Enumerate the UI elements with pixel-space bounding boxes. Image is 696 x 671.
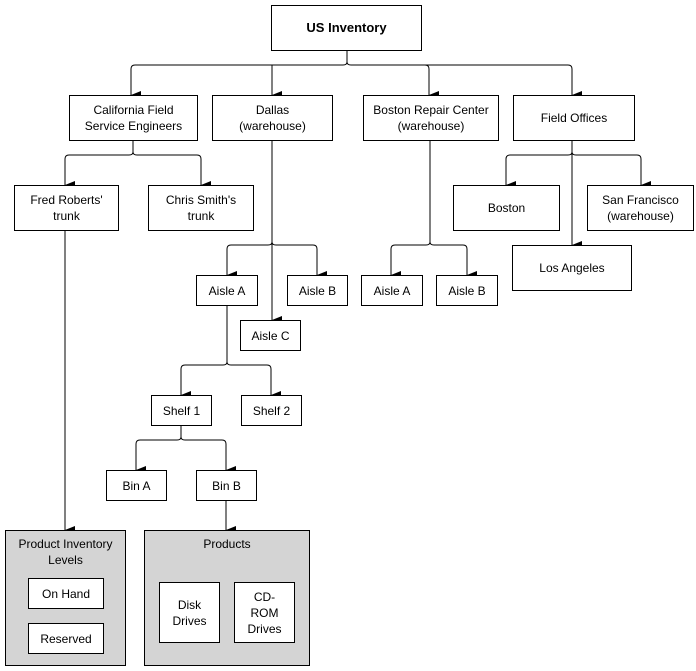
node-shelf-1[interactable]: Shelf 1 xyxy=(151,395,212,426)
node-shelf-2[interactable]: Shelf 2 xyxy=(241,395,302,426)
california-connector xyxy=(64,140,134,189)
node-bin-a[interactable]: Bin A xyxy=(106,470,167,501)
node-california-field-service-engineers[interactable]: California Field Service Engineers xyxy=(69,95,198,141)
node-fo-los-angeles[interactable]: Los Angeles xyxy=(512,245,632,291)
node-boston-repair-center[interactable]: Boston Repair Center (warehouse) xyxy=(363,95,499,141)
node-field-offices[interactable]: Field Offices xyxy=(513,95,635,141)
node-fo-boston[interactable]: Boston xyxy=(453,185,560,231)
shelf1-connector xyxy=(135,425,182,474)
root-connector xyxy=(130,50,348,99)
node-dallas-warehouse[interactable]: Dallas (warehouse) xyxy=(212,95,333,141)
node-cdrom-drives[interactable]: CD-ROM Drives xyxy=(234,582,295,643)
node-dallas-aisle-b[interactable]: Aisle B xyxy=(287,275,348,306)
node-fred-roberts-trunk[interactable]: Fred Roberts' trunk xyxy=(14,185,119,231)
boston-repair-connector xyxy=(390,140,431,279)
node-fo-san-francisco[interactable]: San Francisco (warehouse) xyxy=(587,185,694,231)
node-dallas-aisle-c[interactable]: Aisle C xyxy=(240,320,301,351)
node-dallas-aisle-a[interactable]: Aisle A xyxy=(196,275,258,306)
node-on-hand[interactable]: On Hand xyxy=(28,578,104,609)
node-bin-b[interactable]: Bin B xyxy=(196,470,257,501)
node-reserved[interactable]: Reserved xyxy=(28,623,104,654)
node-boston-aisle-a[interactable]: Aisle A xyxy=(361,275,423,306)
node-us-inventory[interactable]: US Inventory xyxy=(271,5,422,51)
group-title: Products xyxy=(203,537,251,551)
aisle-a-connector xyxy=(180,305,228,399)
node-chris-smiths-trunk[interactable]: Chris Smith's trunk xyxy=(148,185,254,231)
node-boston-aisle-b[interactable]: Aisle B xyxy=(436,275,498,306)
node-disk-drives[interactable]: Disk Drives xyxy=(159,582,220,643)
group-title: Product Inventory Levels xyxy=(18,537,113,567)
